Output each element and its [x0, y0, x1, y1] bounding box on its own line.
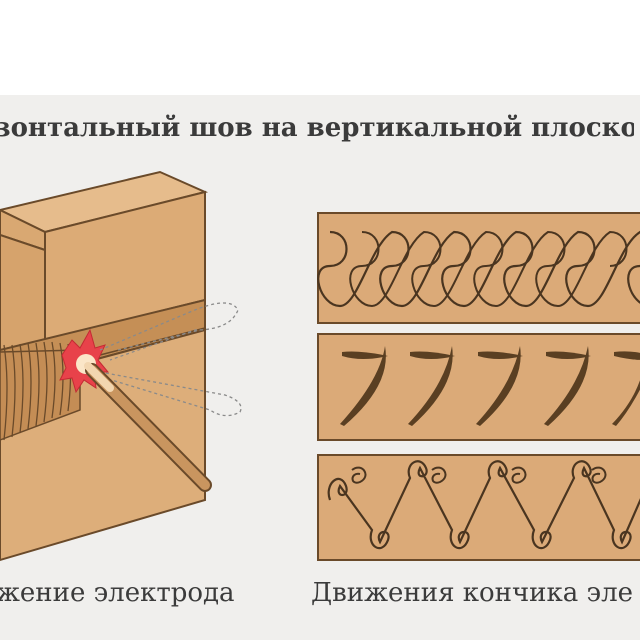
loop-pattern-icon	[317, 230, 640, 308]
weld-bead	[0, 341, 81, 441]
crescent-pattern-icon	[340, 346, 640, 426]
weld-joint-illustration	[0, 170, 242, 562]
pattern-panels	[317, 212, 640, 561]
electrode-motion-paths	[99, 302, 242, 417]
upper-plate-side	[0, 233, 46, 352]
groove-line	[99, 327, 206, 356]
caption-tip-motion: Движения кончика эле	[311, 578, 633, 608]
electrode	[84, 362, 212, 492]
diagram-title: зонтальный шов на вертикальной плоско	[0, 113, 634, 143]
caption-electrode-motion: жение электрода	[0, 578, 235, 608]
zigzag-loop-pattern-icon	[327, 460, 640, 550]
